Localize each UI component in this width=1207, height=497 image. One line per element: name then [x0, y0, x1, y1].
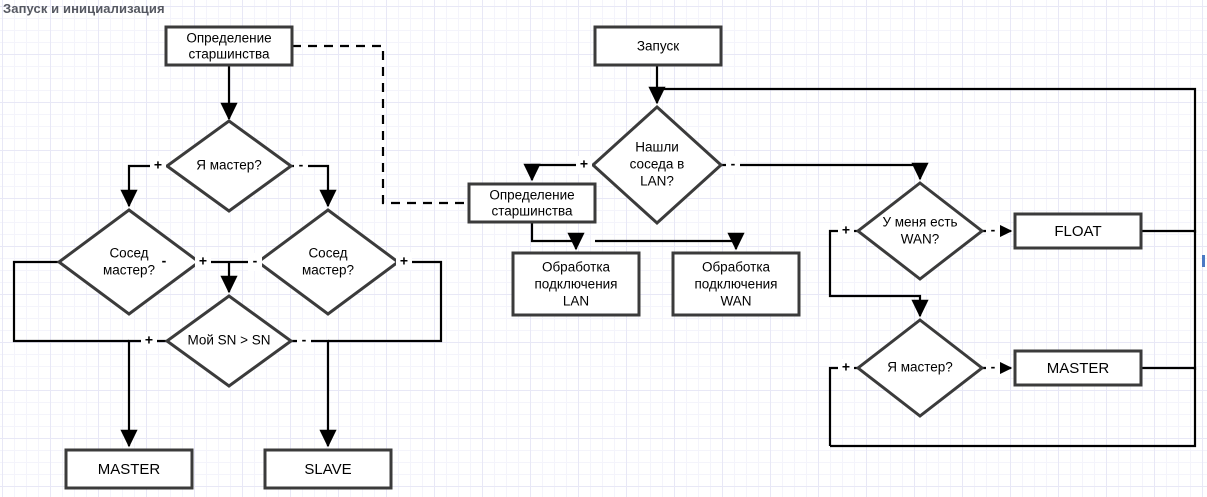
- node-label: соседа в: [630, 157, 685, 172]
- node-float[interactable]: FLOAT: [1013, 212, 1143, 250]
- node-label: Я мастер?: [196, 158, 262, 173]
- node-label: FLOAT: [1054, 223, 1101, 240]
- node-label: Запуск: [637, 39, 679, 54]
- node-obrabotka-podklyucheniya-wan[interactable]: Обработка подключения WAN: [671, 251, 801, 317]
- node-label: Обработка: [542, 260, 611, 275]
- node-label: MASTER: [98, 461, 161, 478]
- edge-n4-n7-loop: [328, 260, 443, 343]
- node-label: WAN: [721, 294, 752, 309]
- branch-label-plus: +: [154, 157, 162, 173]
- node-label: WAN?: [901, 232, 940, 247]
- branch-label-minus: -: [991, 359, 996, 375]
- node-sosed-master-right[interactable]: Сосед мастер?: [255, 208, 401, 316]
- text-cursor: [1202, 255, 1205, 267]
- edge-n16-rail: [830, 366, 1197, 448]
- node-label: Сосед: [109, 246, 148, 261]
- node-label: мастер?: [103, 263, 155, 278]
- node-label: Определение: [186, 31, 271, 46]
- edge-n9-n13: [721, 162, 929, 181]
- node-opredelenie-starshinstva-middle[interactable]: Определение старшинства: [467, 182, 597, 224]
- node-label: старшинства: [188, 47, 270, 62]
- branch-label-plus: +: [842, 222, 850, 238]
- node-label: подключения: [534, 277, 617, 292]
- node-master-left[interactable]: MASTER: [64, 448, 194, 490]
- branch-label-minus: -: [302, 332, 307, 348]
- node-label: старшинства: [491, 204, 573, 219]
- edge-n5-n6: [120, 339, 167, 448]
- node-label: Определение: [489, 188, 574, 203]
- node-label: LAN: [563, 294, 589, 309]
- node-ya-master-left[interactable]: Я мастер?: [164, 119, 294, 213]
- node-label: Обработка: [702, 260, 771, 275]
- edge-n1-n10-dashed: [292, 44, 469, 205]
- node-zapusk[interactable]: Запуск: [593, 25, 723, 67]
- node-slave[interactable]: SLAVE: [263, 448, 393, 490]
- node-label: У меня есть: [882, 215, 957, 230]
- node-label: SLAVE: [304, 461, 351, 478]
- branch-label-minus: -: [253, 253, 258, 269]
- node-label: Мой SN > SN: [187, 333, 270, 348]
- branch-label-minus: -: [162, 253, 167, 269]
- edge-n3-n6-loop: [12, 260, 129, 343]
- branch-label-plus: +: [580, 156, 588, 172]
- node-label: Нашли: [635, 140, 679, 155]
- branch-label-minus: -: [731, 156, 736, 172]
- node-label: Сосед: [308, 246, 347, 261]
- node-u-menya-est-wan[interactable]: У меня есть WAN?: [855, 181, 985, 281]
- node-sosed-master-left[interactable]: Сосед мастер?: [56, 208, 202, 316]
- node-master-right[interactable]: MASTER: [1013, 349, 1143, 387]
- branch-label-plus: +: [400, 253, 408, 269]
- node-label: мастер?: [302, 263, 354, 278]
- node-opredelenie-starshinstva-left[interactable]: Определение старшинства: [164, 25, 294, 67]
- branch-label-minus: -: [991, 222, 996, 238]
- node-moy-sn-gt-sn[interactable]: Мой SN > SN: [164, 294, 294, 388]
- node-label: MASTER: [1047, 360, 1110, 377]
- node-ya-master-right[interactable]: Я мастер?: [855, 318, 985, 418]
- branch-label-minus: -: [299, 157, 304, 173]
- edge-n8-n12: [595, 232, 745, 251]
- node-label: Я мастер?: [887, 360, 953, 375]
- edge-n8-right-rail: [657, 87, 1197, 233]
- branch-labels: + - - + - + + - + - + - +: [141, 156, 1000, 377]
- edge-n10-n11: [530, 222, 585, 251]
- branch-label-plus: +: [199, 253, 207, 269]
- page-title: Запуск и инициализация: [3, 1, 165, 16]
- node-label: LAN?: [640, 174, 674, 189]
- node-obrabotka-podklyucheniya-lan[interactable]: Обработка подключения LAN: [511, 251, 641, 317]
- branch-label-plus: +: [145, 332, 153, 348]
- node-label: подключения: [694, 277, 777, 292]
- edge-n14-rail: [1141, 229, 1197, 370]
- node-nashli-soseda-v-lan[interactable]: Нашли соседа в LAN?: [590, 104, 724, 226]
- edge-n9-n10: [523, 163, 593, 182]
- edge-n5-n7: [291, 339, 337, 448]
- branch-label-plus: +: [842, 359, 850, 375]
- edge-n15-plus-return: [828, 366, 858, 446]
